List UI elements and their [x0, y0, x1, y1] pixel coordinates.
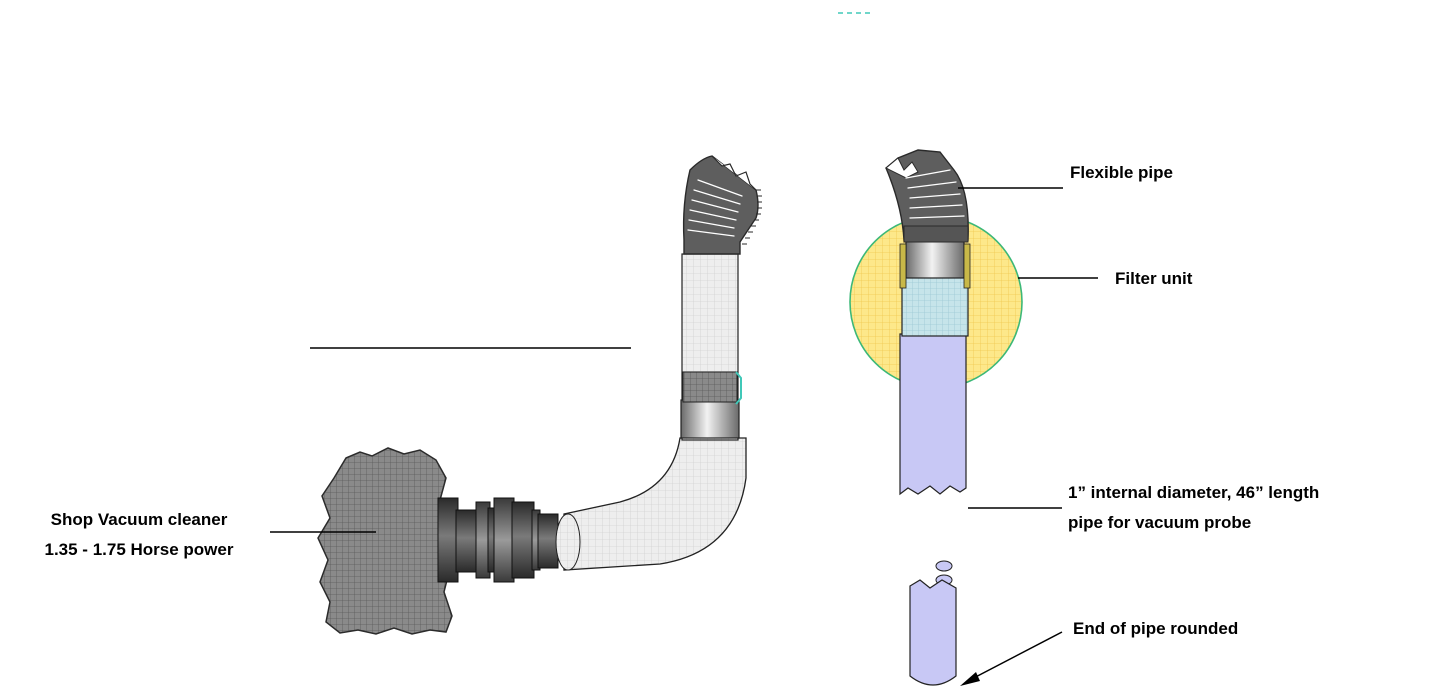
filter-coupling-right-strip [963, 243, 971, 289]
elbow-pipe [563, 437, 747, 571]
label-shop-vacuum-line1: Shop Vacuum cleaner [51, 510, 228, 529]
vertical-pipe-lower-ring [680, 399, 740, 439]
arrow-end-of-pipe [960, 631, 1063, 686]
vertical-pipe-teal-clip [735, 371, 742, 405]
label-end-of-pipe: End of pipe rounded [1073, 619, 1238, 638]
elbow-pipe-end [555, 513, 581, 571]
shop-vacuum-body [317, 447, 453, 635]
probe-pipe-upper [899, 333, 967, 496]
horizontal-coupling [437, 497, 559, 583]
filter-coupling-top [905, 239, 965, 281]
label-probe-pipe-line2: pipe for vacuum probe [1068, 513, 1251, 532]
vertical-pipe-mesh-band [682, 371, 738, 403]
label-flexible-pipe: Flexible pipe [1070, 163, 1173, 182]
filter-coupling-left-strip [899, 243, 907, 289]
left-flexible-pipe [682, 155, 762, 255]
probe-pipe-lower [909, 560, 957, 686]
right-flexible-pipe [885, 149, 969, 243]
filter-coupling-mesh [901, 277, 969, 337]
label-filter-unit: Filter unit [1115, 269, 1193, 288]
label-shop-vacuum-line2: 1.35 - 1.75 Horse power [45, 540, 234, 559]
label-probe-pipe-line1: 1” internal diameter, 46” length [1068, 483, 1319, 502]
